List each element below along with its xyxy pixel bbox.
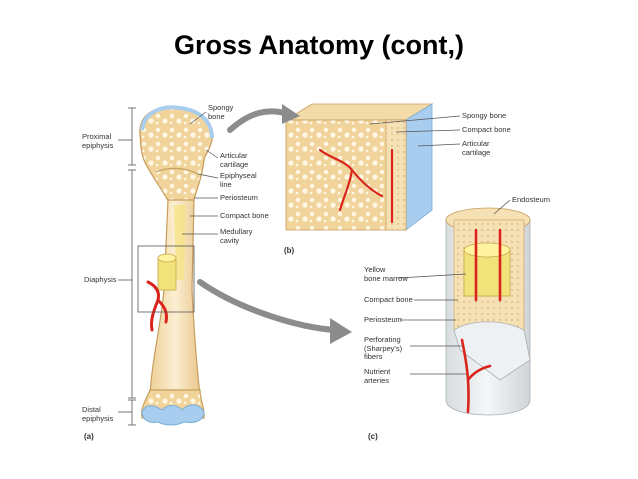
callout-arrow-to-b bbox=[227, 108, 291, 133]
label-epiphyseal-line: Epiphyseal line bbox=[220, 171, 257, 189]
label-compact-bone-b: Compact bone bbox=[462, 125, 511, 134]
long-bone bbox=[137, 105, 214, 426]
leaders-c bbox=[397, 199, 511, 375]
label-distal-epiphysis: Distal epiphysis bbox=[82, 405, 114, 423]
label-spongy-bone-a: Spongy bone bbox=[208, 103, 234, 121]
label-proximal-epiphysis: Proximal epiphysis bbox=[82, 132, 114, 150]
label-perforating-fibers: Perforating (Sharpey's) fibers bbox=[364, 335, 403, 361]
panel-label-c: (c) bbox=[368, 432, 378, 441]
block-cartilage-face bbox=[405, 103, 433, 231]
articular-cartilage-proximal bbox=[140, 105, 214, 139]
label-endosteum: Endosteum bbox=[512, 195, 550, 204]
label-spongy-bone-b: Spongy bone bbox=[462, 111, 507, 120]
label-compact-bone-c: Compact bone bbox=[364, 295, 413, 304]
label-diaphysis: Diaphysis bbox=[84, 275, 117, 284]
panel-label-a: (a) bbox=[84, 432, 94, 441]
nutrient-artery-a bbox=[146, 280, 168, 332]
label-nutrient-arteries: Nutrient arteries bbox=[364, 367, 391, 385]
leaders-a bbox=[182, 111, 219, 235]
periosteum-flap bbox=[453, 321, 531, 381]
leaders-b bbox=[369, 115, 461, 147]
epiphyseal-line bbox=[155, 167, 199, 175]
label-articular-cartilage-a: Articular cartilage bbox=[220, 151, 249, 169]
block-compact-strip bbox=[385, 119, 407, 231]
nutrient-arteries-c bbox=[460, 228, 502, 414]
block-vessels bbox=[318, 148, 394, 224]
proximal-epiphysis-shape bbox=[139, 106, 213, 206]
label-periosteum-a: Periosteum bbox=[220, 193, 258, 202]
label-articular-cartilage-b: Articular cartilage bbox=[462, 139, 491, 157]
zoom-box bbox=[137, 245, 195, 313]
label-compact-bone-a: Compact bone bbox=[220, 211, 269, 220]
label-medullary-cavity: Medullary cavity bbox=[220, 227, 253, 245]
callout-arrow-to-c bbox=[197, 279, 339, 333]
label-yellow-bone-marrow: Yellow bone marrow bbox=[364, 265, 408, 283]
spongy-bone-block bbox=[284, 103, 434, 231]
articular-cartilage-distal bbox=[141, 404, 205, 426]
cut-section bbox=[157, 257, 177, 291]
left-brackets bbox=[118, 107, 136, 426]
callout-arrow-head-b bbox=[282, 104, 300, 124]
slide-title: Gross Anatomy (cont,) bbox=[173, 30, 465, 60]
panel-label-b: (b) bbox=[284, 246, 295, 255]
label-periosteum-c: Periosteum bbox=[364, 315, 402, 324]
medullary-cavity-shape bbox=[174, 205, 186, 280]
compact-bone-section bbox=[445, 207, 531, 416]
callout-arrow-head-c bbox=[330, 318, 352, 344]
